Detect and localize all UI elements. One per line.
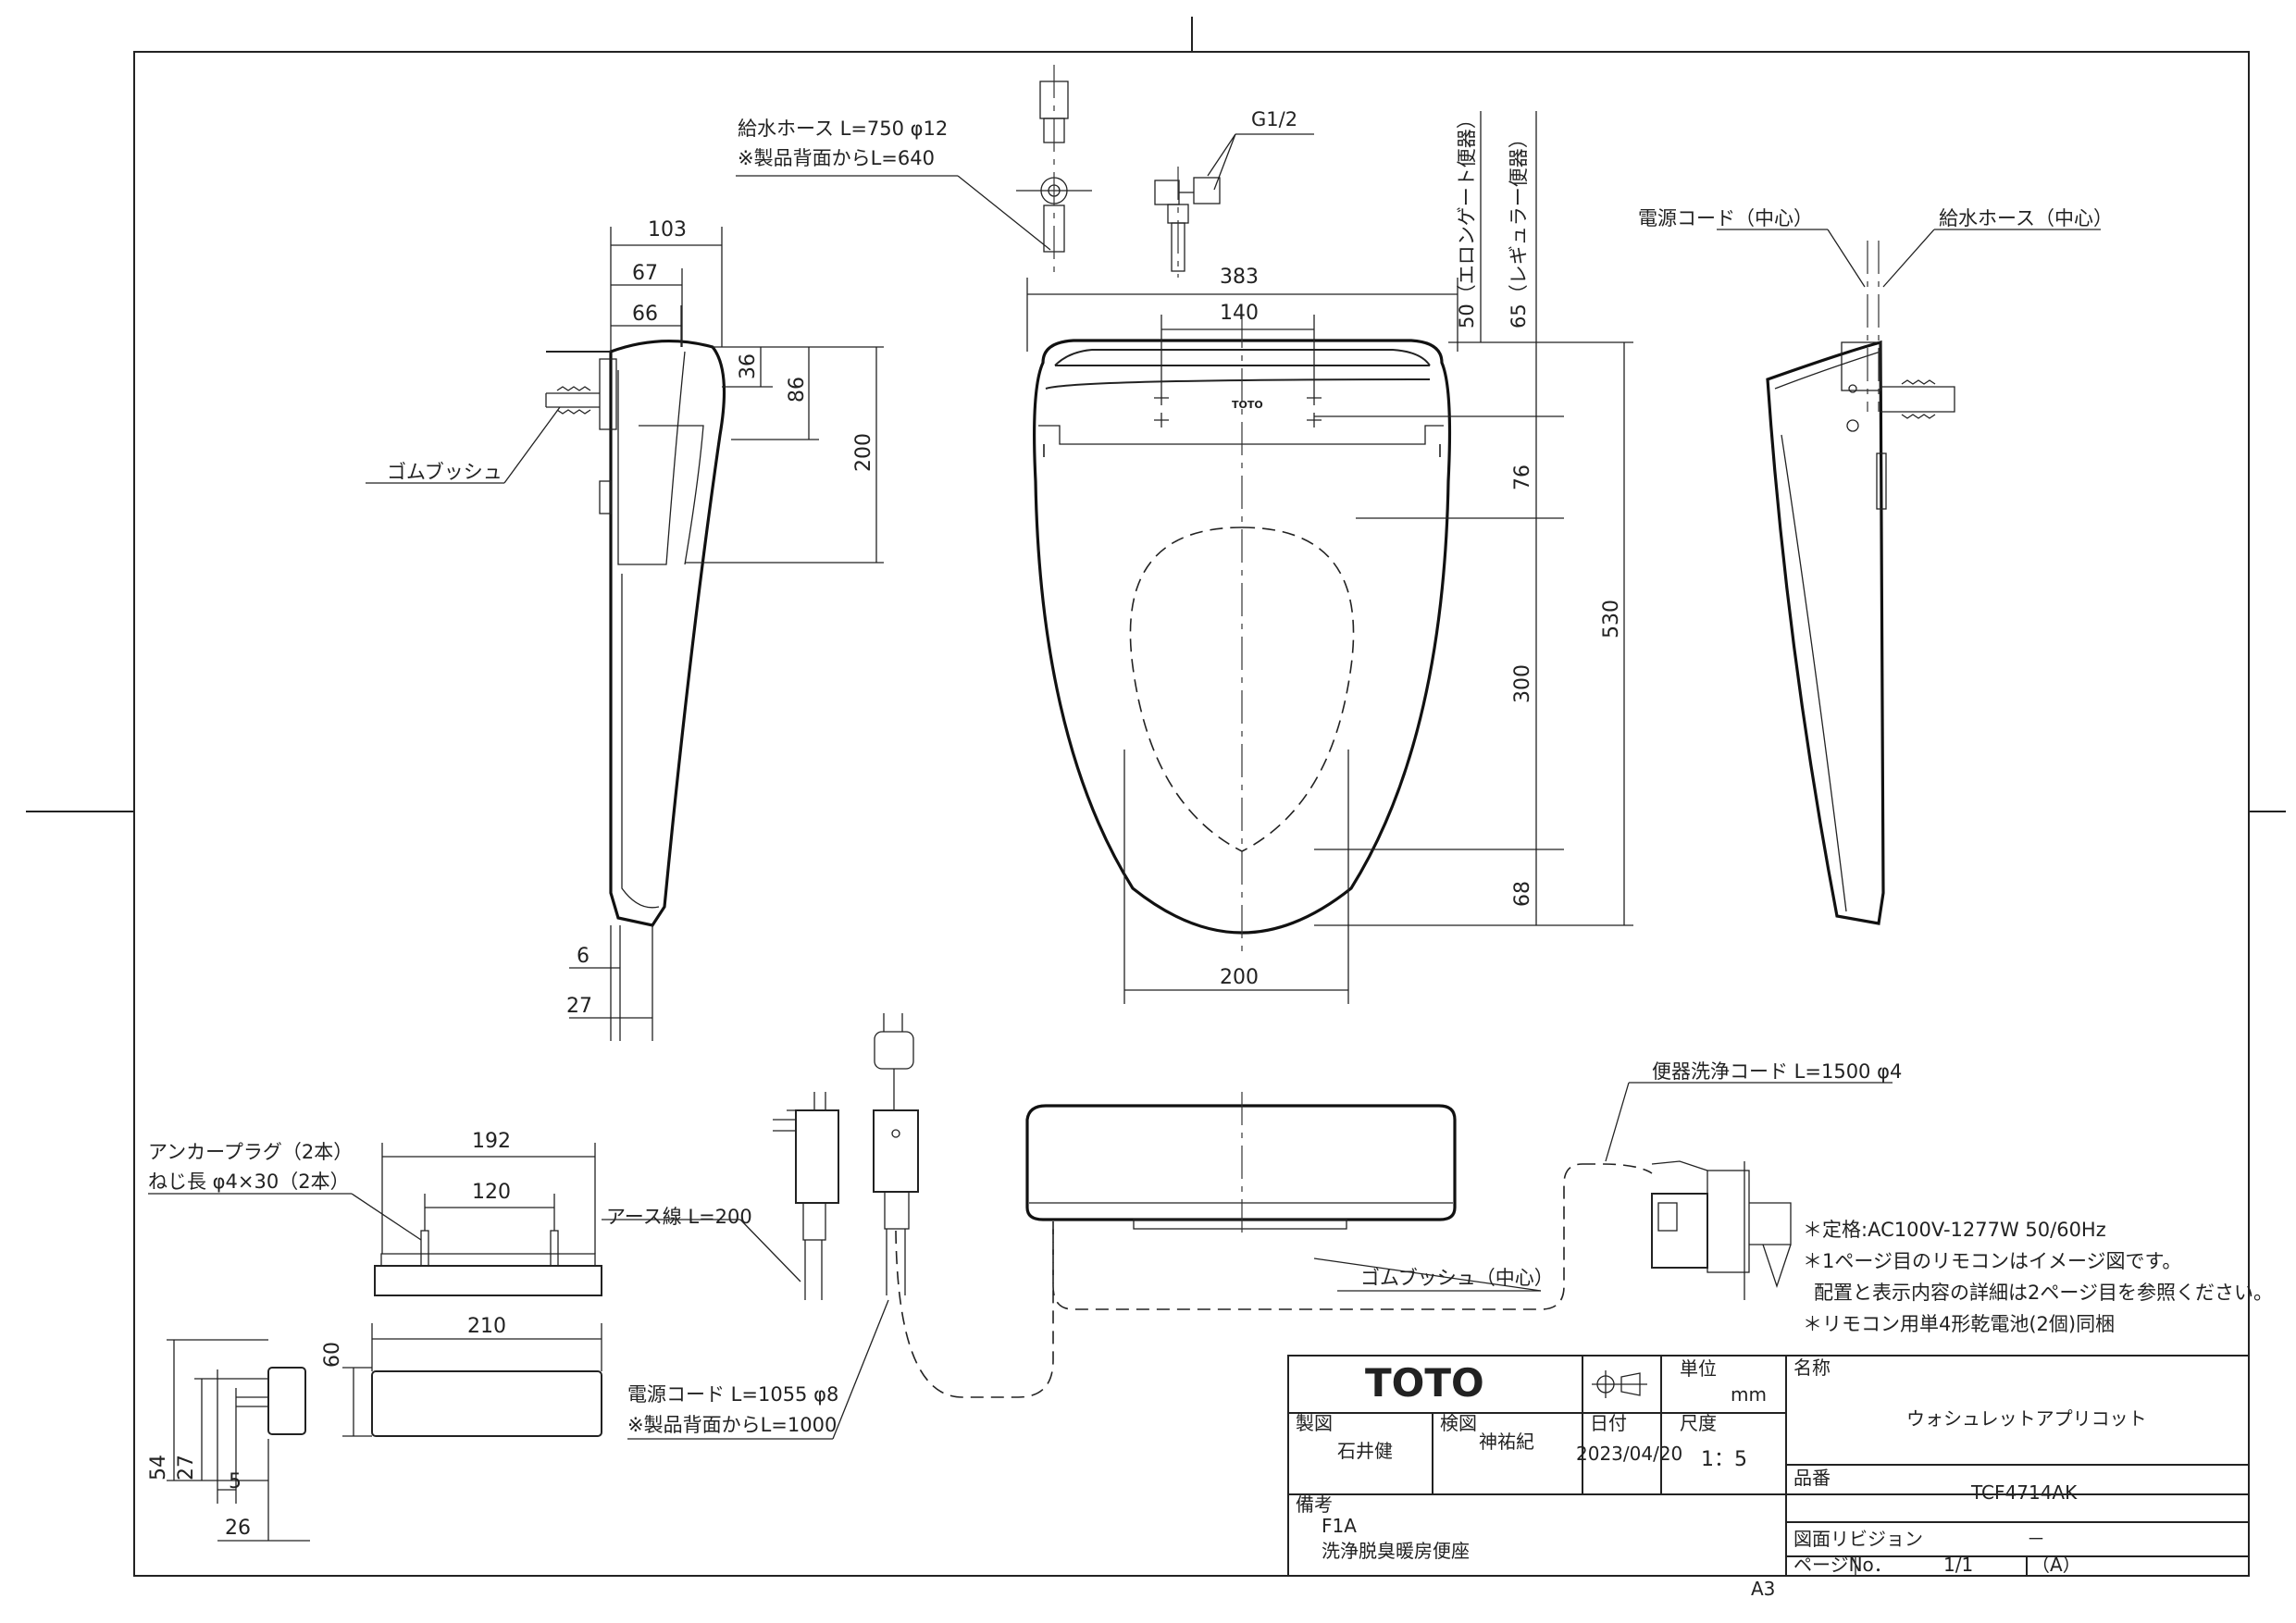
dim-86: 86: [786, 377, 809, 403]
power-plug: [602, 1013, 1054, 1440]
dim-54: 54: [147, 1455, 170, 1481]
dim-120: 120: [472, 1181, 511, 1204]
dim-27-remote: 27: [175, 1455, 198, 1481]
flush-cord-unit: [1605, 1082, 1893, 1300]
dim-210: 210: [467, 1315, 506, 1338]
dim-192: 192: [472, 1130, 511, 1153]
model-label: 品番: [1793, 1467, 1831, 1489]
earth-wire-label: アース線 L=200: [606, 1206, 752, 1228]
drawing-frame: [133, 51, 2250, 1577]
note-3: 配置と表示内容の詳細は2ページ目を参照ください。: [1814, 1282, 2273, 1304]
note-4: ＊リモコン用単4形乾電池(2個)同梱: [1803, 1313, 2115, 1335]
title-block: [1287, 1355, 2250, 1577]
page-label: ページNo．: [1793, 1554, 1893, 1576]
anchor-plug-label: アンカープラグ（2本）: [148, 1141, 353, 1163]
revision-label: 図面リビジョン: [1793, 1528, 1923, 1550]
dim-66: 66: [632, 303, 658, 326]
remote-control: [167, 1323, 602, 1542]
dim-6: 6: [577, 945, 590, 968]
supply-hose-label: 給水ホース L=750 φ12: [738, 118, 948, 140]
drawn-label: 製図: [1296, 1412, 1333, 1434]
page-number: 1/1: [1943, 1554, 1973, 1576]
power-cord-center-label: 電源コード（中心）: [1638, 207, 1813, 229]
dim-60: 60: [321, 1342, 344, 1368]
dim-140: 140: [1220, 302, 1259, 325]
dim-530: 530: [1600, 600, 1623, 638]
supply-hose-note: ※製品背面からL=640: [738, 147, 935, 169]
dim-27-side: 27: [566, 995, 592, 1018]
dim-103: 103: [648, 218, 687, 242]
supply-hose-center-label: 給水ホース（中心）: [1939, 207, 2113, 229]
toto-logo: TOTO: [1365, 1360, 1484, 1406]
label-elongated: 50（エロンゲート便器）: [1456, 109, 1478, 328]
dim-200-top: 200: [1220, 966, 1259, 989]
note-2: ＊1ページ目のリモコンはイメージ図です。: [1803, 1250, 2181, 1272]
lid-logo: TOTO: [1232, 399, 1263, 411]
label-regular: 65（レギュラー便器）: [1508, 129, 1530, 328]
page-suffix: （A）: [2031, 1554, 2081, 1576]
scale: 1：5: [1701, 1448, 1747, 1471]
screw-length-label: ねじ長 φ4×30（2本）: [148, 1171, 350, 1193]
date-label: 日付: [1590, 1412, 1627, 1434]
dim-300: 300: [1511, 664, 1534, 703]
flush-cord-label: 便器洗浄コード L=1500 φ4: [1652, 1060, 1902, 1083]
dim-26: 26: [225, 1517, 251, 1540]
anchor-plate: [148, 1143, 602, 1296]
remark-2: 洗浄脱臭暖房便座: [1322, 1540, 1470, 1562]
product-name: ウォシュレットアプリコット: [1906, 1407, 2147, 1430]
right-side-view: [1717, 229, 2101, 925]
dim-76: 76: [1511, 465, 1534, 490]
dim-67: 67: [632, 262, 658, 285]
dim-36: 36: [737, 353, 760, 379]
dim-200-side: 200: [852, 433, 875, 472]
model-number: TCF4714AK: [1970, 1481, 2078, 1504]
top-view: TOTO: [1026, 111, 1633, 1004]
dim-383: 383: [1220, 266, 1259, 289]
unit-label: 単位: [1680, 1357, 1717, 1380]
note-1: ＊定格:AC100V-1277W 50/60Hz: [1803, 1219, 2106, 1241]
dim-68: 68: [1511, 881, 1534, 907]
power-cord-note: ※製品背面からL=1000: [627, 1414, 837, 1436]
remark-1: F1A: [1322, 1515, 1357, 1537]
supply-fittings: [736, 65, 1314, 278]
checked-label: 検図: [1440, 1412, 1477, 1434]
front-view: [1025, 1092, 1653, 1310]
checked-by: 神祐紀: [1479, 1431, 1534, 1453]
power-cord-label: 電源コード L=1055 φ8: [627, 1383, 838, 1406]
left-side-view: [366, 227, 884, 1041]
paper-size: A3: [1751, 1578, 1775, 1600]
date: 2023/04/20: [1576, 1443, 1682, 1465]
dim-5: 5: [229, 1470, 242, 1493]
rubber-bush-center-label: ゴムブッシュ（中心）: [1360, 1267, 1554, 1289]
rubber-bush-label: ゴムブッシュ: [387, 461, 503, 483]
unit-value: mm: [1731, 1383, 1767, 1406]
revision: －: [2027, 1528, 2045, 1550]
name-label: 名称: [1793, 1357, 1831, 1379]
scale-label: 尺度: [1680, 1412, 1717, 1434]
g-half-label: G1/2: [1251, 108, 1297, 130]
drawn-by: 石井健: [1337, 1440, 1393, 1462]
remarks-label: 備考: [1296, 1493, 1333, 1516]
